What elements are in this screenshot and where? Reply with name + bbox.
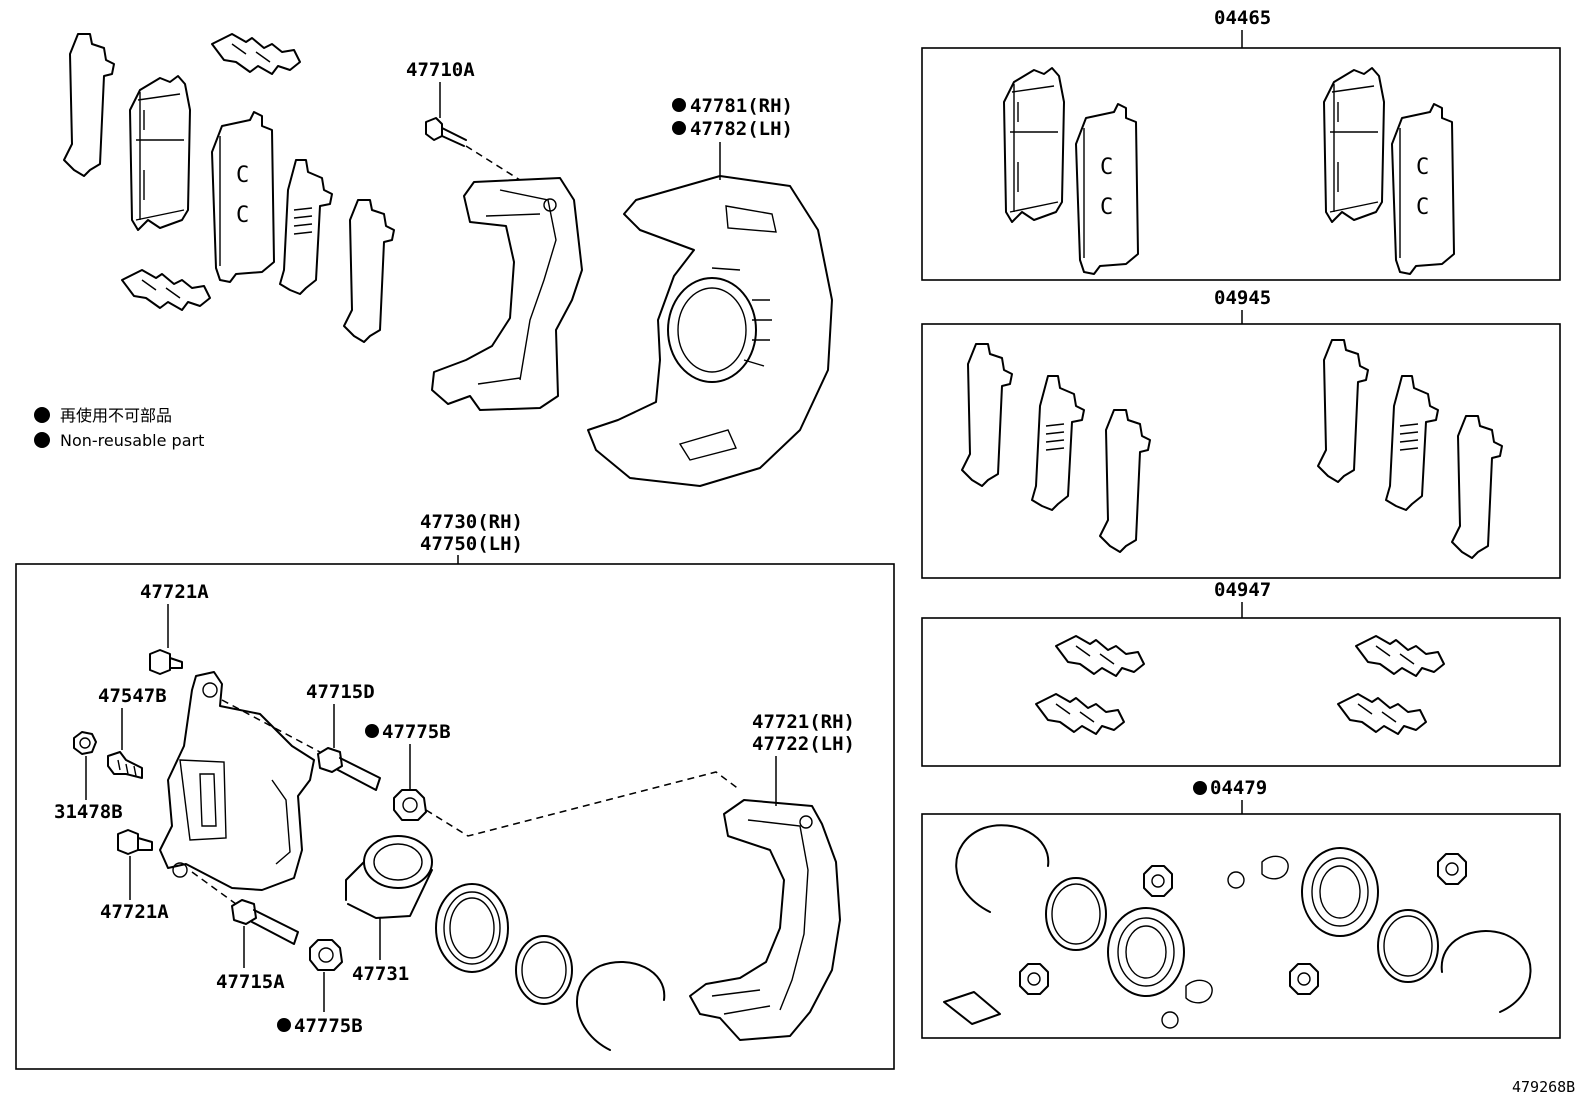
kit-04945-shim-c <box>1099 409 1151 553</box>
kit-04947-clip-c <box>1355 635 1445 677</box>
bolt-47721A-bottom <box>117 829 153 855</box>
disc-brake-dust-cover <box>587 175 833 487</box>
kit-04945-shim-b <box>1031 375 1085 511</box>
legend-jp-text: 再使用不可部品 <box>60 406 172 425</box>
brake-pad-outer <box>129 75 191 231</box>
non-reusable-dot <box>277 1018 291 1032</box>
set-ring <box>576 961 666 1051</box>
disc-brake-cylinder-mounting <box>689 799 841 1041</box>
label-47775B-bottom: 47775B <box>294 1015 363 1037</box>
pad-clip-bottom <box>121 269 211 311</box>
label-kit-04945: 04945 <box>1214 287 1271 309</box>
bleeder-plug-47547B <box>107 751 143 779</box>
inner-shim <box>343 199 395 343</box>
non-reusable-dot <box>365 724 379 738</box>
slide-pin-47715D <box>317 747 381 791</box>
bolt-47721A-top <box>149 649 183 675</box>
disc-brake-dust-cover-group: 47781(RH) 47782(LH) <box>587 95 833 487</box>
label-31478B: 31478B <box>54 801 123 823</box>
kit-box-04465 <box>921 47 1561 281</box>
label-47775B-top: 47775B <box>382 721 451 743</box>
pad-clip-top <box>211 33 301 75</box>
brake-pad-inner <box>211 111 275 283</box>
kit-04465-pad-c <box>1323 67 1385 223</box>
label-47721: 47721(RH) <box>752 711 855 733</box>
piston-47731 <box>345 835 433 919</box>
label-47781: 47781(RH) <box>690 95 793 117</box>
label-47715D: 47715D <box>306 681 375 703</box>
non-reusable-dot <box>672 121 686 135</box>
label-47721A-top: 47721A <box>140 581 209 603</box>
legend: 再使用不可部品 Non-reusable part <box>34 406 204 450</box>
kit-04465-pad-b <box>1075 103 1139 275</box>
label-47721A-bottom: 47721A <box>100 901 169 923</box>
cylinder-boot <box>515 935 573 1005</box>
label-47722: 47722(LH) <box>752 733 855 755</box>
kit-04945-shim-e <box>1385 375 1439 511</box>
slide-pin-47715A <box>231 899 299 945</box>
label-kit-04479: 04479 <box>1210 777 1267 799</box>
bleeder-cap-31478B <box>73 731 97 755</box>
kit-box-04947 <box>921 617 1561 767</box>
label-47730: 47730(RH) <box>420 511 523 533</box>
cylinder-assembly-box <box>15 563 895 1070</box>
label-kit-04947: 04947 <box>1214 579 1271 601</box>
pad-shim-group <box>63 33 395 343</box>
label-47715A: 47715A <box>216 971 285 993</box>
label-47731: 47731 <box>352 963 409 985</box>
label-47782: 47782(LH) <box>690 118 793 140</box>
legend-en-text: Non-reusable part <box>60 431 204 450</box>
kit-04945-shim-a <box>961 343 1013 487</box>
piston-seal <box>435 883 509 973</box>
kit-04945-shim-d <box>1317 339 1369 483</box>
non-reusable-dot <box>1193 781 1207 795</box>
kit-04947-clip-b <box>1035 693 1125 735</box>
outer-shim <box>63 33 115 177</box>
slide-bushing-boot-47775B-bottom <box>309 939 343 971</box>
kit-04465-pad-d <box>1391 103 1455 275</box>
torque-plate-group: 47710A <box>406 59 583 411</box>
anti-squeal-shim <box>279 159 333 295</box>
kit-box-04945 <box>921 323 1561 579</box>
disc-brake-torque-plate <box>431 177 583 411</box>
legend-dot-jp <box>34 407 50 423</box>
label-47547B: 47547B <box>98 685 167 707</box>
non-reusable-dot <box>672 98 686 112</box>
kit-04947-clip-a <box>1055 635 1145 677</box>
kit-box-04479 <box>921 813 1561 1039</box>
kit-04465-pad-a <box>1003 67 1065 223</box>
kit-04479-contents <box>943 824 1532 1029</box>
label-47710A: 47710A <box>406 59 475 81</box>
reference-code: 479268B <box>1512 1078 1575 1096</box>
caliper-cylinder <box>159 671 315 891</box>
label-kit-04465: 04465 <box>1214 7 1271 29</box>
label-47750: 47750(LH) <box>420 533 523 555</box>
kit-04945-shim-f <box>1451 415 1503 559</box>
bolt-47710A <box>425 117 467 147</box>
legend-dot-en <box>34 432 50 448</box>
kit-04947-clip-d <box>1337 693 1427 735</box>
slide-bushing-boot-47775B-top <box>393 789 427 821</box>
